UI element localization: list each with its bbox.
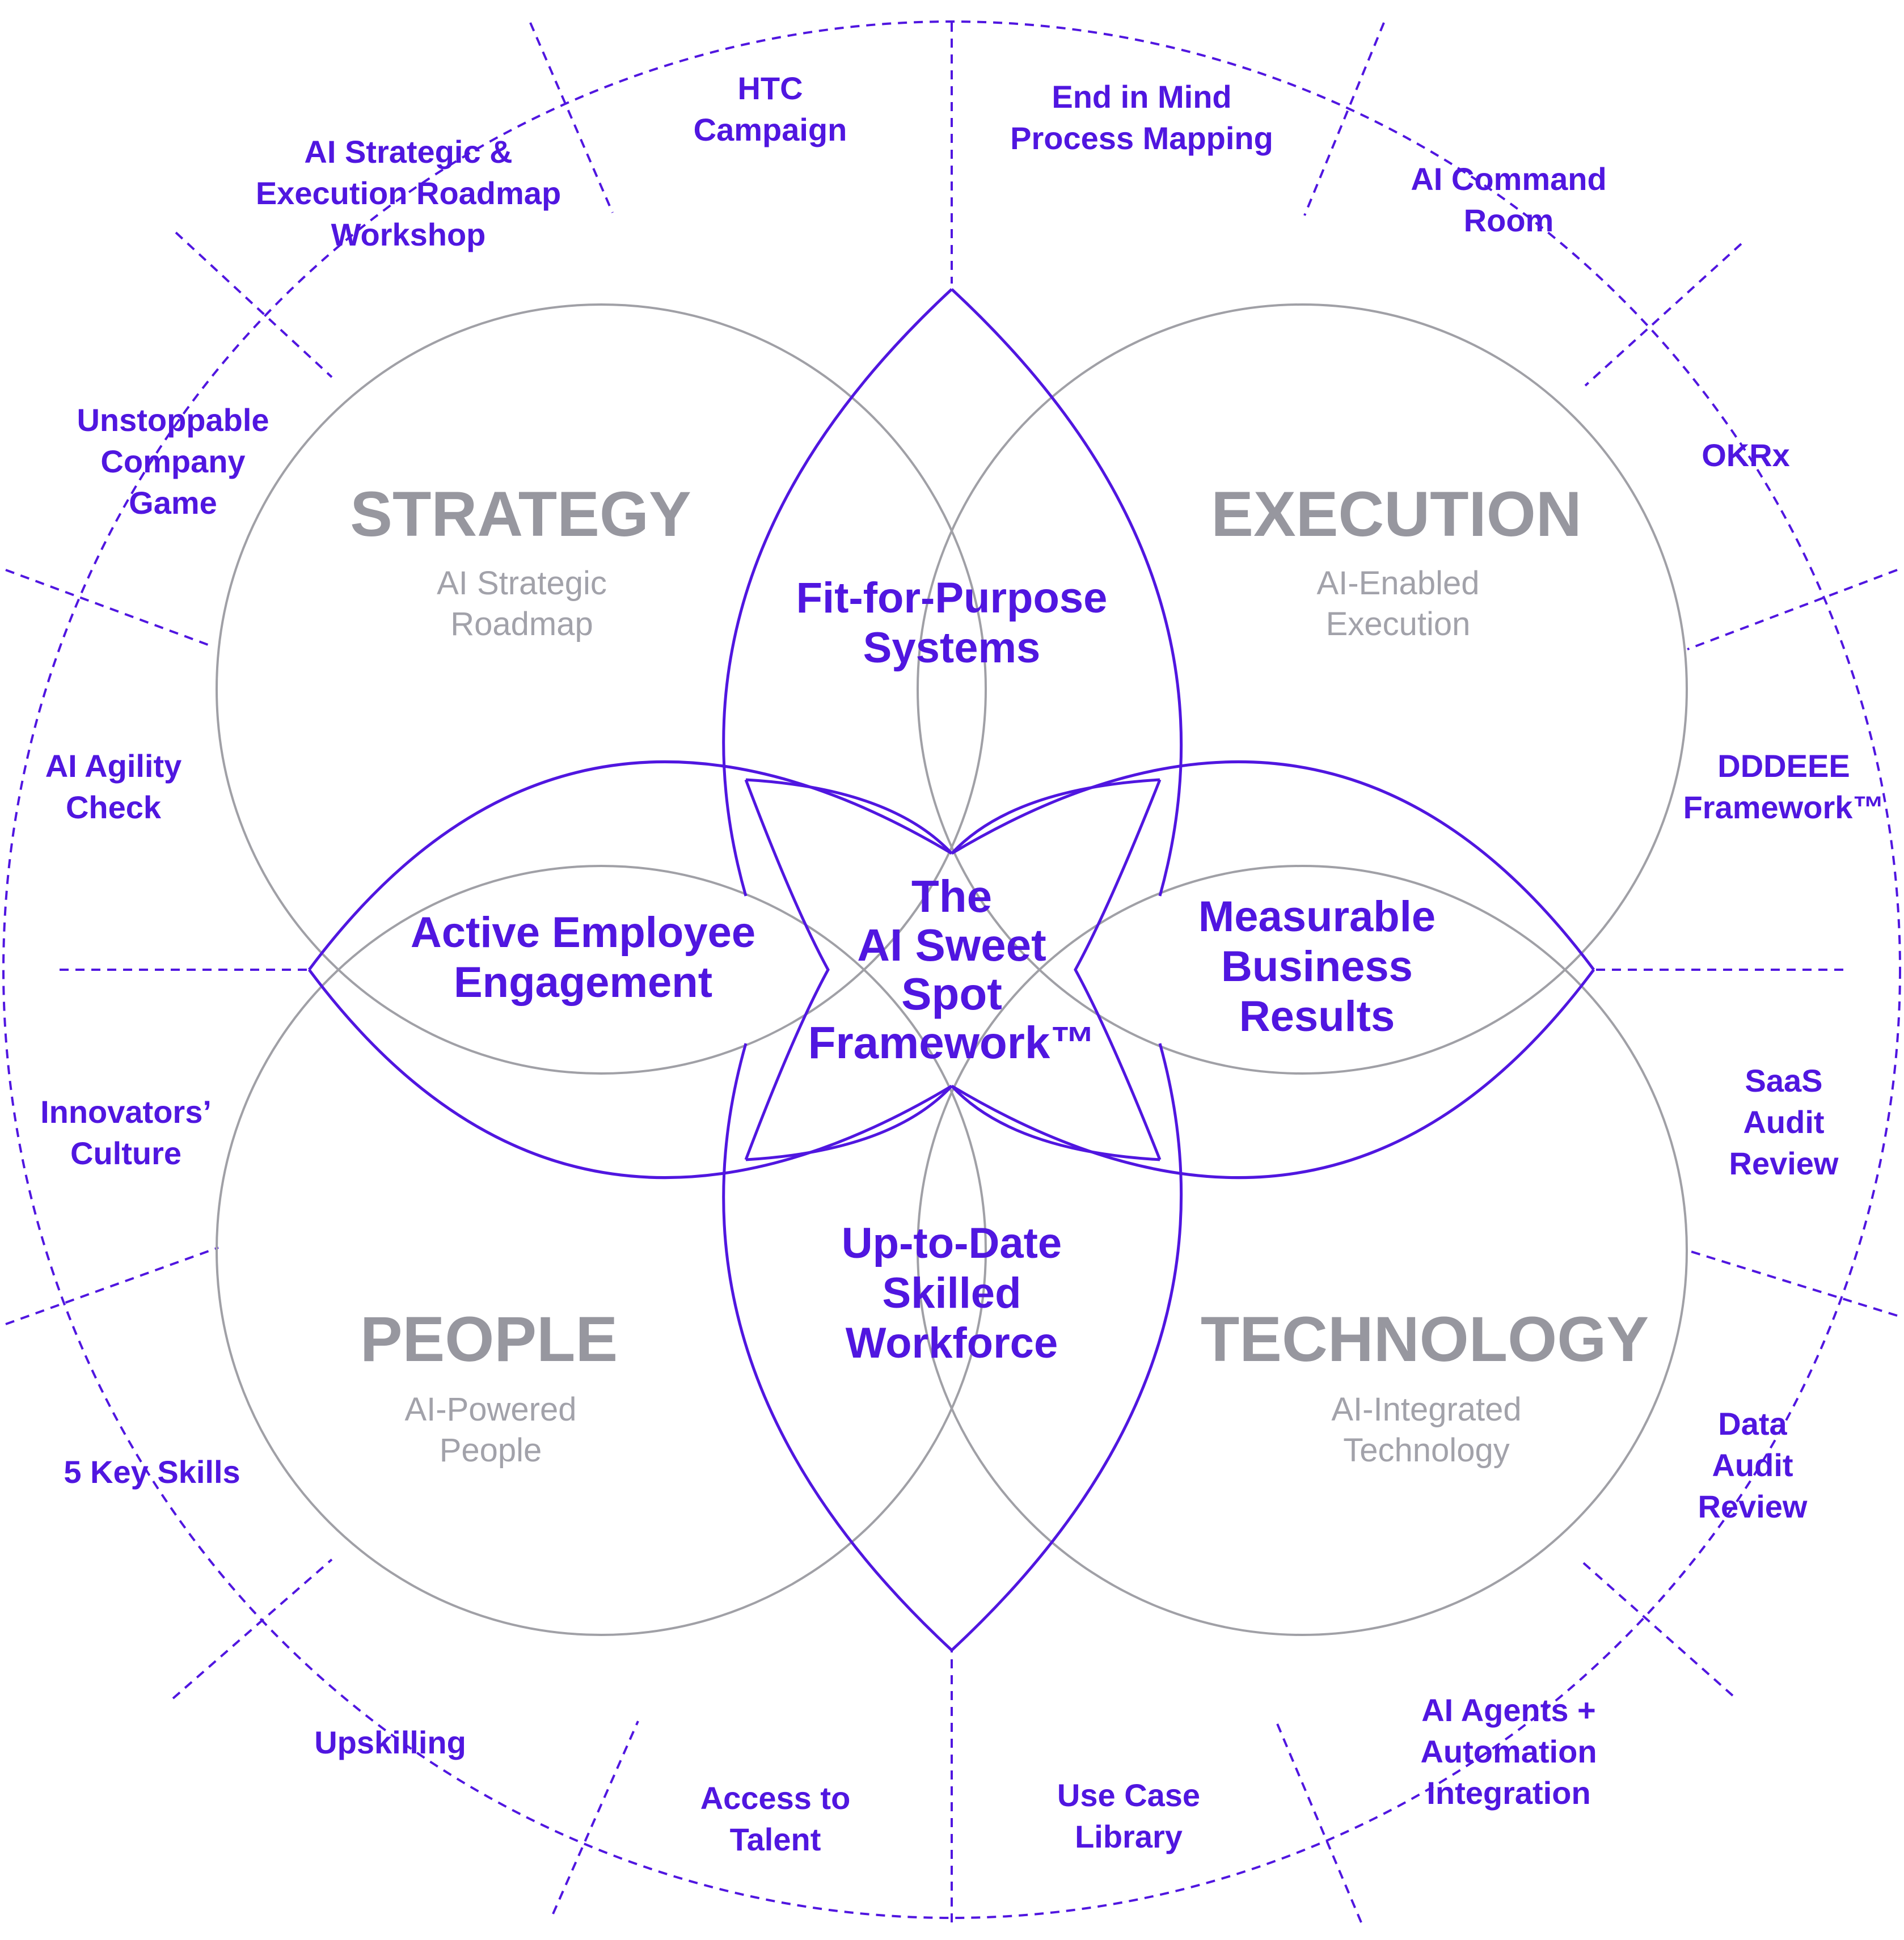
overlap-right-line-1: Measurable — [1198, 893, 1436, 941]
ring-workshop-line-3: Workshop — [331, 217, 486, 252]
ring-saas-line-3: Review — [1729, 1146, 1839, 1181]
ring-ai-agents-line-3: Integration — [1426, 1775, 1590, 1811]
technology-subtitle-line-1: AI-Integrated — [1331, 1391, 1521, 1428]
execution-title: EXECUTION — [1211, 479, 1581, 550]
people-subtitle-line-1: AI-Powered — [404, 1391, 576, 1428]
divider-3 — [1584, 243, 1742, 387]
divider-15 — [175, 231, 333, 378]
strategy-title: STRATEGY — [350, 479, 691, 550]
ring-unstoppable-line-3: Game — [129, 485, 217, 521]
divider-12 — [5, 1246, 219, 1325]
divider-8 — [1275, 1721, 1362, 1923]
divider-4 — [1687, 569, 1898, 650]
ring-data-audit-line-1: Data — [1718, 1406, 1787, 1442]
ring-end-in-mind-line-2: Process Mapping — [1010, 120, 1273, 156]
divider-10 — [552, 1721, 639, 1914]
people-subtitle-line-2: People — [440, 1432, 542, 1469]
ring-unstoppable-line-1: Unstoppable — [77, 402, 269, 438]
ring-access-talent-line-2: Talent — [730, 1821, 821, 1857]
ring-upskilling: Upskilling — [314, 1725, 466, 1760]
divider-14 — [5, 569, 213, 648]
execution-subtitle-line-1: AI-Enabled — [1317, 565, 1480, 602]
ring-5-key-skills: 5 Key Skills — [64, 1454, 240, 1490]
outer-ring-labels: HTC Campaign End in Mind Process Mapping… — [40, 70, 1884, 1857]
technology-title: TECHNOLOGY — [1201, 1304, 1649, 1375]
divider-16 — [529, 22, 614, 213]
ring-command-room-line-2: Room — [1464, 202, 1554, 238]
technology-circle — [917, 865, 1688, 1636]
overlap-left-line-1: Active Employee — [411, 908, 755, 957]
ring-end-in-mind-line-1: End in Mind — [1052, 79, 1231, 115]
technology-subtitle-line-2: Technology — [1343, 1432, 1509, 1469]
people-title: PEOPLE — [360, 1304, 618, 1375]
ring-data-audit-line-3: Review — [1698, 1489, 1808, 1524]
center-title-line-3: Spot — [901, 969, 1002, 1019]
center-title-line-4: Framework™ — [808, 1017, 1096, 1068]
top-lens-outline — [722, 288, 1183, 897]
strategy-circle — [216, 303, 987, 1075]
divider-11 — [172, 1558, 333, 1700]
ring-innovators-line-2: Culture — [70, 1135, 181, 1171]
overlap-lenses — [307, 288, 1595, 1651]
overlap-top-line-1: Fit-for-Purpose — [796, 574, 1108, 622]
overlap-top-line-2: Systems — [863, 624, 1041, 672]
ring-workshop-line-1: AI Strategic & — [304, 134, 512, 170]
overlap-bottom-line-3: Workforce — [846, 1319, 1058, 1367]
strategy-subtitle-line-1: AI Strategic — [437, 565, 607, 602]
ring-saas-line-2: Audit — [1743, 1104, 1824, 1140]
ring-ai-agents-line-1: AI Agents + — [1421, 1692, 1596, 1728]
quadrant-circles — [216, 303, 1688, 1636]
ring-dddeee-line-1: DDDEEE — [1717, 748, 1850, 784]
ring-agility-check-line-1: AI Agility — [45, 748, 182, 784]
ring-saas-line-1: SaaS — [1745, 1063, 1823, 1098]
ring-dividers — [5, 22, 1898, 1923]
ring-command-room-line-1: AI Command — [1411, 161, 1606, 197]
people-circle — [216, 865, 987, 1636]
bottom-lens-outline — [722, 1043, 1183, 1651]
divider-2 — [1303, 22, 1385, 216]
ring-innovators-line-1: Innovators’ — [40, 1094, 212, 1130]
execution-circle — [917, 303, 1688, 1075]
divider-6 — [1687, 1249, 1898, 1317]
ring-access-talent-line-1: Access to — [700, 1780, 851, 1816]
ring-ai-agents-line-2: Automation — [1420, 1734, 1597, 1769]
ring-okrx: OKRx — [1702, 437, 1790, 473]
ring-data-audit-line-2: Audit — [1712, 1447, 1793, 1483]
center-star-outline — [744, 778, 1162, 1161]
overlap-bottom-line-2: Skilled — [883, 1269, 1021, 1317]
ring-htc-line-1: HTC — [737, 70, 803, 106]
center-title-line-1: The — [911, 871, 992, 922]
outer-ring-boundary — [2, 20, 1901, 1919]
overlap-bottom-line-1: Up-to-Date — [842, 1219, 1062, 1267]
ring-dddeee-line-2: Framework™ — [1683, 789, 1885, 825]
overlap-left-line-2: Engagement — [454, 958, 712, 1007]
ring-use-case-line-1: Use Case — [1057, 1777, 1200, 1813]
overlap-right-line-2: Business — [1221, 942, 1413, 991]
ring-agility-check-line-2: Check — [66, 789, 162, 825]
execution-subtitle-line-2: Execution — [1326, 606, 1471, 643]
strategy-subtitle-line-2: Roadmap — [450, 606, 593, 643]
center-title-line-2: AI Sweet — [857, 920, 1046, 970]
ring-workshop-line-2: Execution Roadmap — [256, 175, 561, 211]
divider-7 — [1578, 1558, 1734, 1697]
right-lens-outline — [951, 760, 1595, 1180]
ring-unstoppable-line-2: Company — [100, 443, 245, 479]
overlap-right-line-3: Results — [1239, 992, 1395, 1041]
left-lens-outline — [307, 760, 953, 1180]
ring-use-case-line-2: Library — [1075, 1819, 1183, 1854]
ring-htc-line-2: Campaign — [694, 112, 847, 147]
